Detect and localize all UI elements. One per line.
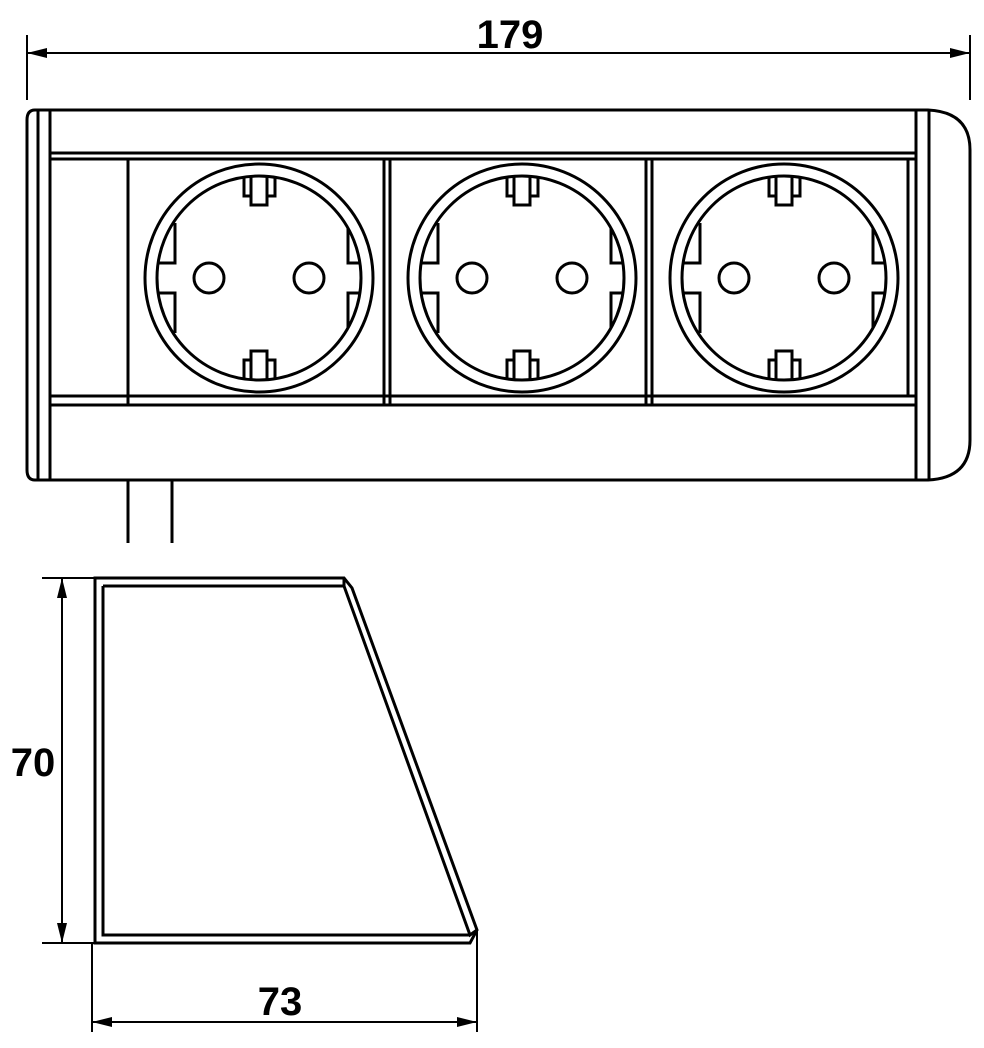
pin-hole	[817, 261, 851, 295]
socket	[406, 162, 638, 394]
pin-hole	[717, 261, 751, 295]
depth-dimension: 73	[91, 930, 478, 1032]
socket	[668, 162, 900, 394]
width-label: 179	[477, 13, 544, 57]
pin-hole	[192, 261, 226, 295]
front-view	[25, 108, 972, 543]
socket	[143, 162, 375, 394]
pin-hole	[292, 261, 326, 295]
width-dimension: 179	[26, 13, 971, 100]
pin-hole	[455, 261, 489, 295]
side-view	[93, 576, 479, 945]
depth-label: 73	[258, 980, 303, 1024]
pin-hole	[555, 261, 589, 295]
height-dimension: 70	[11, 577, 95, 944]
height-label: 70	[11, 741, 56, 785]
